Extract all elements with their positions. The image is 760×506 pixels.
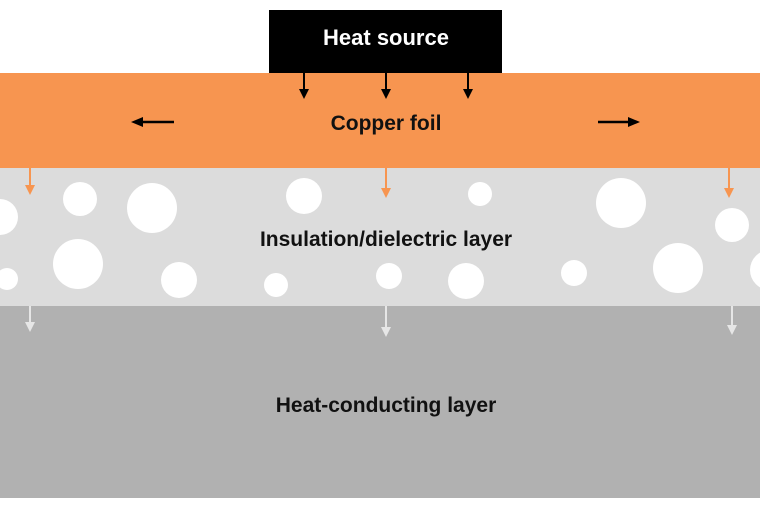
heat-source-box: [269, 10, 502, 73]
arrow-left-icon: [131, 117, 174, 127]
particle: [448, 263, 484, 299]
particle: [0, 268, 18, 290]
arrow-down-icon: [724, 168, 734, 198]
particle: [264, 273, 288, 297]
filler-particles: [0, 178, 760, 299]
particle: [750, 252, 760, 288]
particle: [596, 178, 646, 228]
arrow-down-icon: [299, 73, 309, 99]
heat-flow-arrows-down: [299, 73, 473, 99]
particle: [53, 239, 103, 289]
arrow-down-icon: [727, 306, 737, 335]
insulation-label: Insulation/dielectric layer: [260, 228, 512, 251]
particle: [286, 178, 322, 214]
particle: [161, 262, 197, 298]
heat-conducting-label: Heat-conducting layer: [276, 394, 497, 417]
arrow-down-icon: [381, 306, 391, 337]
particle: [561, 260, 587, 286]
copper-foil-label: Copper foil: [331, 112, 442, 135]
heat-flow-arrows-insulation: [25, 168, 734, 198]
arrow-down-icon: [25, 306, 35, 332]
particle: [468, 182, 492, 206]
arrow-down-icon: [463, 73, 473, 99]
particle: [715, 208, 749, 242]
particle: [63, 182, 97, 216]
particle: [127, 183, 177, 233]
heat-source-label: Heat source: [323, 25, 449, 50]
heat-conducting-layer: [0, 306, 760, 498]
heat-flow-arrows-conducting: [25, 306, 737, 337]
heat-spread-arrows: [131, 117, 640, 127]
arrow-down-icon: [381, 73, 391, 99]
arrow-right-icon: [598, 117, 640, 127]
arrow-down-icon: [25, 168, 35, 195]
particle: [0, 199, 18, 235]
particle: [653, 243, 703, 293]
arrow-down-icon: [381, 168, 391, 198]
particle: [376, 263, 402, 289]
